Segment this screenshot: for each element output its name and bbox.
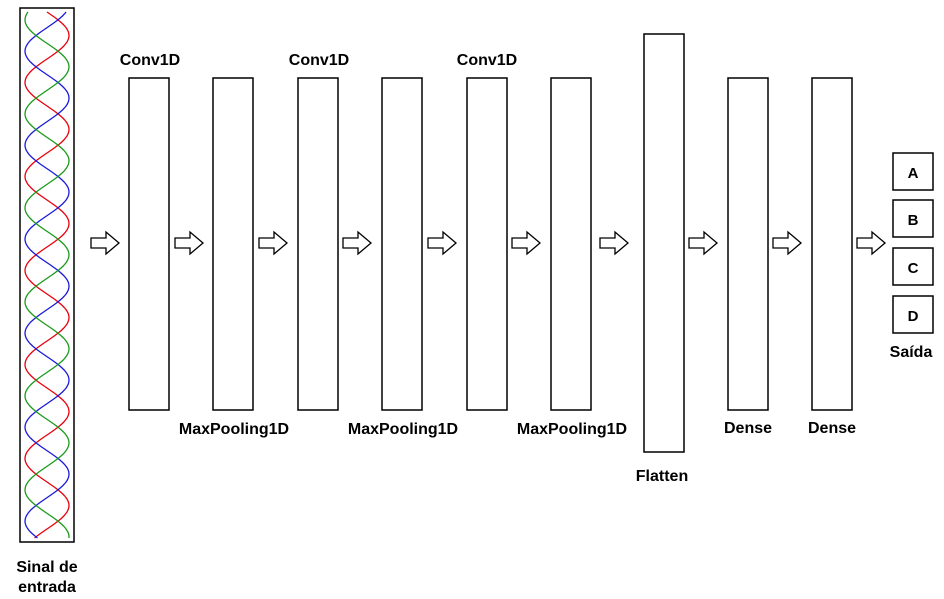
layer-label-flatten: Flatten bbox=[636, 468, 688, 485]
waveform-line bbox=[24, 11, 70, 539]
input-waveforms bbox=[24, 11, 70, 539]
output-class-c: C bbox=[908, 260, 919, 277]
layer-label-dense-2: Dense bbox=[808, 420, 856, 437]
waveform-line bbox=[24, 11, 70, 539]
input-signal bbox=[19, 7, 75, 543]
dense-layer-2 bbox=[811, 77, 853, 411]
layer-label-maxpooling1d-2: MaxPooling1D bbox=[348, 421, 458, 438]
layer-label-maxpooling1d-3: MaxPooling1D bbox=[517, 421, 627, 438]
maxpooling1d-layer-1 bbox=[212, 77, 254, 411]
layer-label-conv1d-1: Conv1D bbox=[120, 52, 180, 69]
input-label-line1: Sinal de bbox=[16, 559, 77, 576]
right-arrow-icon bbox=[174, 230, 205, 256]
conv1d-layer-3 bbox=[466, 77, 508, 411]
dense-layer-1 bbox=[727, 77, 769, 411]
output-box-d bbox=[892, 295, 934, 334]
right-arrow-icon bbox=[856, 230, 887, 256]
flatten-layer bbox=[643, 33, 685, 453]
output-class-d: D bbox=[908, 308, 919, 325]
input-label-line2: entrada bbox=[18, 579, 76, 596]
output-box-c bbox=[892, 247, 934, 286]
right-arrow-icon bbox=[258, 230, 289, 256]
right-arrow-icon bbox=[90, 230, 121, 256]
waveform-line bbox=[24, 11, 70, 539]
input-signal-box bbox=[19, 7, 75, 543]
right-arrow-icon bbox=[688, 230, 719, 256]
layer-label-maxpooling1d-1: MaxPooling1D bbox=[179, 421, 289, 438]
right-arrow-icon bbox=[772, 230, 803, 256]
output-class-b: B bbox=[908, 212, 919, 229]
flow-arrows bbox=[90, 230, 887, 256]
right-arrow-icon bbox=[599, 230, 630, 256]
right-arrow-icon bbox=[342, 230, 373, 256]
right-arrow-icon bbox=[511, 230, 542, 256]
output-box-b bbox=[892, 199, 934, 238]
conv1d-layer-1 bbox=[128, 77, 170, 411]
right-arrow-icon bbox=[427, 230, 458, 256]
layer-label-dense-1: Dense bbox=[724, 420, 772, 437]
layer-label-conv1d-3: Conv1D bbox=[457, 52, 517, 69]
output-class-a: A bbox=[908, 165, 919, 182]
maxpooling1d-layer-3 bbox=[550, 77, 592, 411]
maxpooling1d-layer-2 bbox=[381, 77, 423, 411]
layer-label-conv1d-2: Conv1D bbox=[289, 52, 349, 69]
output-box-a bbox=[892, 152, 934, 191]
output-label: Saída bbox=[890, 344, 933, 361]
conv1d-layer-2 bbox=[297, 77, 339, 411]
